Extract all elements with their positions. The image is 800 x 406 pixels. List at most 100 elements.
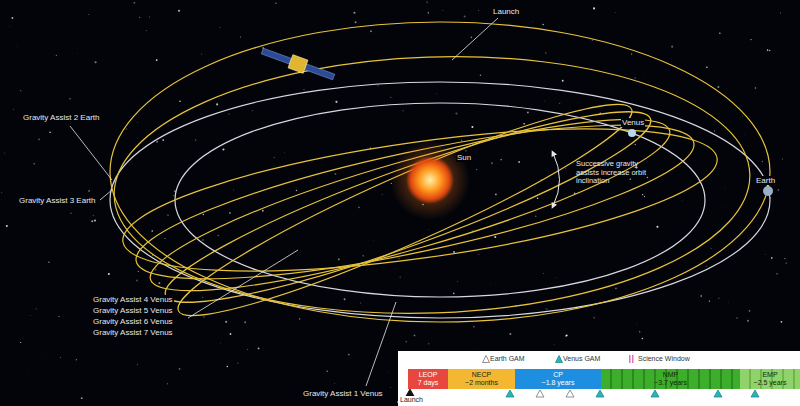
venus-gam-marker (714, 390, 722, 397)
star (656, 226, 658, 228)
star (543, 272, 545, 274)
launch-marker (406, 389, 414, 396)
spacecraft-orbit (126, 94, 704, 310)
phase-text: NECP (472, 371, 491, 379)
star (769, 50, 770, 51)
star (701, 295, 702, 296)
star (216, 103, 218, 105)
phase-band: NECP~2 months (448, 369, 515, 389)
star (630, 178, 631, 179)
planet-label: Earth (755, 176, 776, 185)
star (94, 61, 96, 63)
star (400, 276, 401, 277)
leader-line (70, 126, 112, 180)
inclination-arrow (553, 153, 560, 206)
star (465, 150, 466, 151)
star (229, 212, 231, 214)
phase-text: ~1.8 years (542, 379, 575, 387)
star (139, 17, 140, 18)
timeline-panel (398, 351, 800, 406)
star-field (1, 1, 792, 403)
star (593, 317, 595, 319)
star (195, 139, 196, 140)
star (156, 141, 158, 143)
star (262, 210, 264, 212)
star (55, 54, 57, 56)
star (453, 251, 455, 253)
star (593, 7, 595, 9)
star (405, 341, 407, 343)
star (221, 105, 223, 107)
venus-gam-marker (651, 390, 659, 397)
star (682, 200, 684, 202)
star (230, 333, 232, 335)
star (478, 253, 479, 254)
star (543, 166, 544, 167)
venus-symbol (628, 129, 636, 137)
spacecraft-orbit (110, 46, 755, 324)
phase-text: NMP (663, 371, 679, 379)
star (203, 316, 205, 318)
star (426, 1, 428, 3)
star (358, 207, 360, 209)
star (38, 138, 40, 140)
star (326, 370, 328, 372)
spacecraft-orbit (153, 83, 664, 331)
gravity-assist-label: Gravity Assist 3 Earth (18, 196, 96, 205)
star (16, 46, 18, 48)
star (453, 293, 455, 295)
star (338, 173, 340, 175)
star (636, 324, 638, 326)
legend-text: Venus GAM (563, 355, 600, 363)
star (146, 30, 148, 32)
gravity-assist-label: Gravity Assist 7 Venus (92, 328, 174, 337)
star (48, 261, 50, 263)
star (34, 163, 35, 164)
star (137, 122, 139, 124)
star (566, 335, 568, 337)
star (237, 363, 238, 364)
star (611, 91, 613, 93)
star (177, 173, 179, 175)
star (565, 168, 567, 170)
annotation-text: Successive gravity assists increase orbi… (575, 160, 659, 186)
star (334, 173, 336, 175)
star (233, 189, 235, 191)
star (381, 194, 383, 196)
star (76, 359, 77, 360)
timeline-inset (398, 351, 800, 406)
legend-swatch (555, 355, 563, 363)
star (546, 308, 548, 310)
star (523, 123, 525, 125)
star (275, 2, 276, 3)
star (553, 344, 555, 346)
star (472, 348, 474, 350)
star (771, 257, 773, 259)
star (158, 282, 160, 284)
star (714, 130, 715, 131)
star (126, 129, 127, 130)
star (377, 85, 379, 87)
phase-text: EMP (762, 371, 777, 379)
star (634, 144, 636, 146)
star (706, 265, 707, 266)
star (362, 255, 364, 257)
star (247, 349, 249, 351)
star (20, 90, 21, 91)
spacecraft-orbit (115, 101, 725, 299)
star (178, 10, 180, 12)
venus-gam-marker (506, 390, 514, 397)
phase-text: 7 days (418, 379, 439, 387)
star (718, 298, 719, 299)
star (179, 368, 181, 370)
star (138, 271, 139, 272)
star (6, 225, 8, 227)
star (491, 162, 493, 164)
gravity-assist-label: Gravity Assist 5 Venus (92, 306, 174, 315)
star (741, 115, 743, 117)
star (108, 273, 110, 275)
gravity-assist-label: Gravity Assist 1 Venus (302, 389, 384, 398)
star (136, 364, 138, 366)
star (471, 37, 473, 39)
